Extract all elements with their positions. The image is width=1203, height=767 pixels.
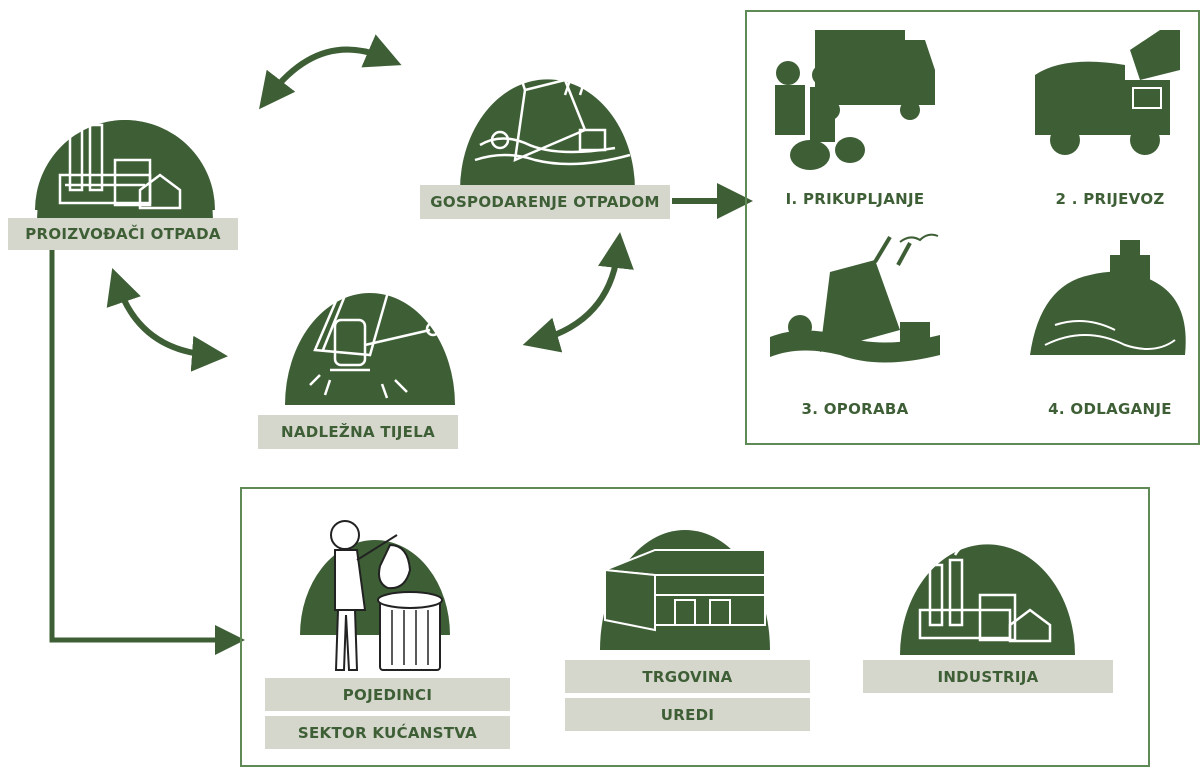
industry-icon	[900, 534, 1075, 655]
recycling-plant-icon	[770, 233, 940, 363]
authorities-label: NADLEŽNA TIJELA	[258, 415, 458, 449]
ship-waste-icon	[460, 52, 635, 190]
arrow-producers-authorities	[106, 267, 228, 372]
step-collection-label: I. PRIKUPLJANJE	[785, 190, 925, 208]
step-disposal-label: 4. ODLAGANJE	[1048, 400, 1172, 418]
industry-label: INDUSTRIJA	[863, 660, 1113, 693]
factory-icon	[35, 99, 215, 220]
waste-management-steps-panel	[745, 10, 1200, 445]
landfill-bulldozer-icon	[1030, 240, 1186, 355]
gavel-icon	[285, 278, 455, 405]
step-transport-label: 2 . PRIJEVOZ	[1055, 190, 1165, 208]
woman-trash-bin-icon	[300, 520, 450, 671]
individuals-label: POJEDINCI	[265, 678, 510, 711]
garbage-truck-icon	[1035, 30, 1180, 155]
trade-label: TRGOVINA	[565, 660, 810, 693]
offices-label: UREDI	[565, 698, 810, 731]
step-recovery-label: 3. OPORABA	[801, 400, 909, 418]
garbage-truck-workers-icon	[775, 30, 935, 170]
supermarket-icon	[600, 530, 770, 650]
arrow-producers-management	[259, 34, 402, 110]
arrow-authorities-management	[522, 232, 634, 353]
producers-label: PROIZVOĐAČI OTPADA	[8, 218, 238, 250]
households-label: SEKTOR KUĆANSTVA	[265, 716, 510, 749]
management-label: GOSPODARENJE OTPADOM	[420, 185, 670, 219]
arrow-producers-types	[49, 248, 245, 655]
